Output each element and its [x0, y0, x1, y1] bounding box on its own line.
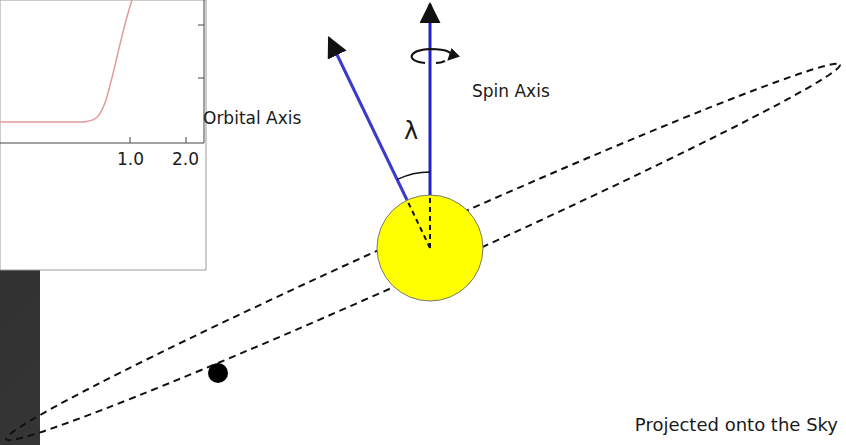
axis-label: Spin Axis	[472, 82, 550, 102]
orbit-ellipse	[0, 46, 846, 445]
orbital-axis-hidden	[407, 200, 430, 248]
planet	[208, 363, 228, 383]
axis-tick-label: 1.0	[117, 150, 144, 170]
orbital-axis	[329, 38, 407, 200]
axis-tick-label: 2.0	[172, 150, 199, 170]
star	[377, 195, 483, 301]
rotation-arrow	[412, 49, 451, 63]
axis-label: Orbital Axis	[203, 109, 301, 129]
inset-chart	[0, 0, 206, 270]
angle-symbol: λ	[404, 118, 418, 146]
caption-note: Projected onto the Sky	[635, 415, 838, 436]
angle-arc	[397, 172, 430, 179]
spin-axis-hidden	[429, 195, 431, 248]
spin-axis	[429, 4, 432, 195]
rotation-arrow-tail	[436, 61, 445, 63]
